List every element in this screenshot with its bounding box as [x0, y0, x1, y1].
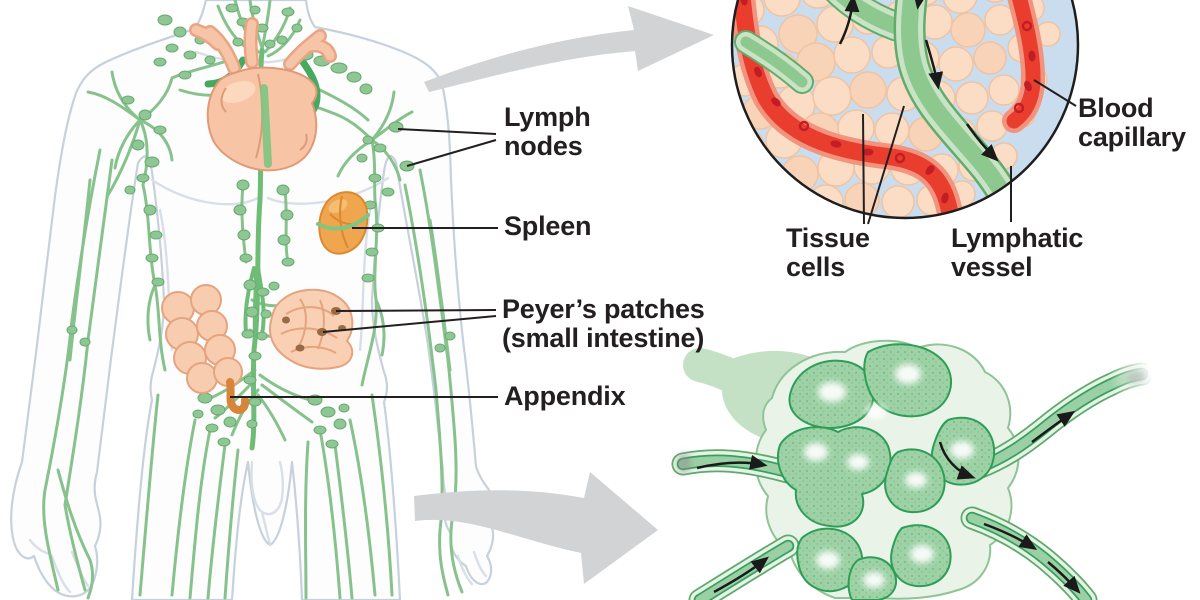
- lymph-node-inset: [671, 339, 1162, 600]
- inset-circle-outline: [730, 0, 1080, 220]
- germinal-centers: [804, 364, 974, 588]
- leader-lines: [230, 128, 498, 398]
- inset-lymphatic-vessel: [732, 0, 1018, 218]
- label-tissue-cells: Tissue cells: [786, 223, 870, 283]
- zoom-arrow-top: [424, 6, 714, 92]
- zoom-arrow-bottom: [414, 472, 658, 584]
- inset-leader-lines: [862, 79, 1077, 225]
- node-flow-arrows: [696, 410, 1081, 594]
- cardiac-lymph-stripe: [260, 84, 272, 168]
- label-spleen: Spleen: [504, 211, 592, 241]
- great-vessels: [189, 17, 337, 75]
- inset-flow-arrows: [838, 0, 999, 162]
- label-blood-capillary: Blood capillary: [1078, 93, 1186, 153]
- label-lymph-nodes: Lymph nodes: [504, 102, 591, 162]
- red-blood-cells: [740, 0, 1036, 204]
- large-intestine: [161, 284, 243, 394]
- label-lymphatic-vessel: Lymphatic vessel: [951, 223, 1084, 283]
- appendix-organ: [226, 378, 250, 414]
- heart: [189, 17, 337, 172]
- capillary-bed-inset: [730, 0, 1080, 225]
- label-appendix: Appendix: [504, 381, 626, 411]
- vessel-fade: [1102, 342, 1162, 396]
- spleen-organ: [316, 191, 370, 255]
- node-vessels: [671, 362, 1154, 600]
- label-peyers-patches: Peyer’s patches (small intestine): [502, 294, 705, 354]
- small-intestine: [269, 288, 354, 370]
